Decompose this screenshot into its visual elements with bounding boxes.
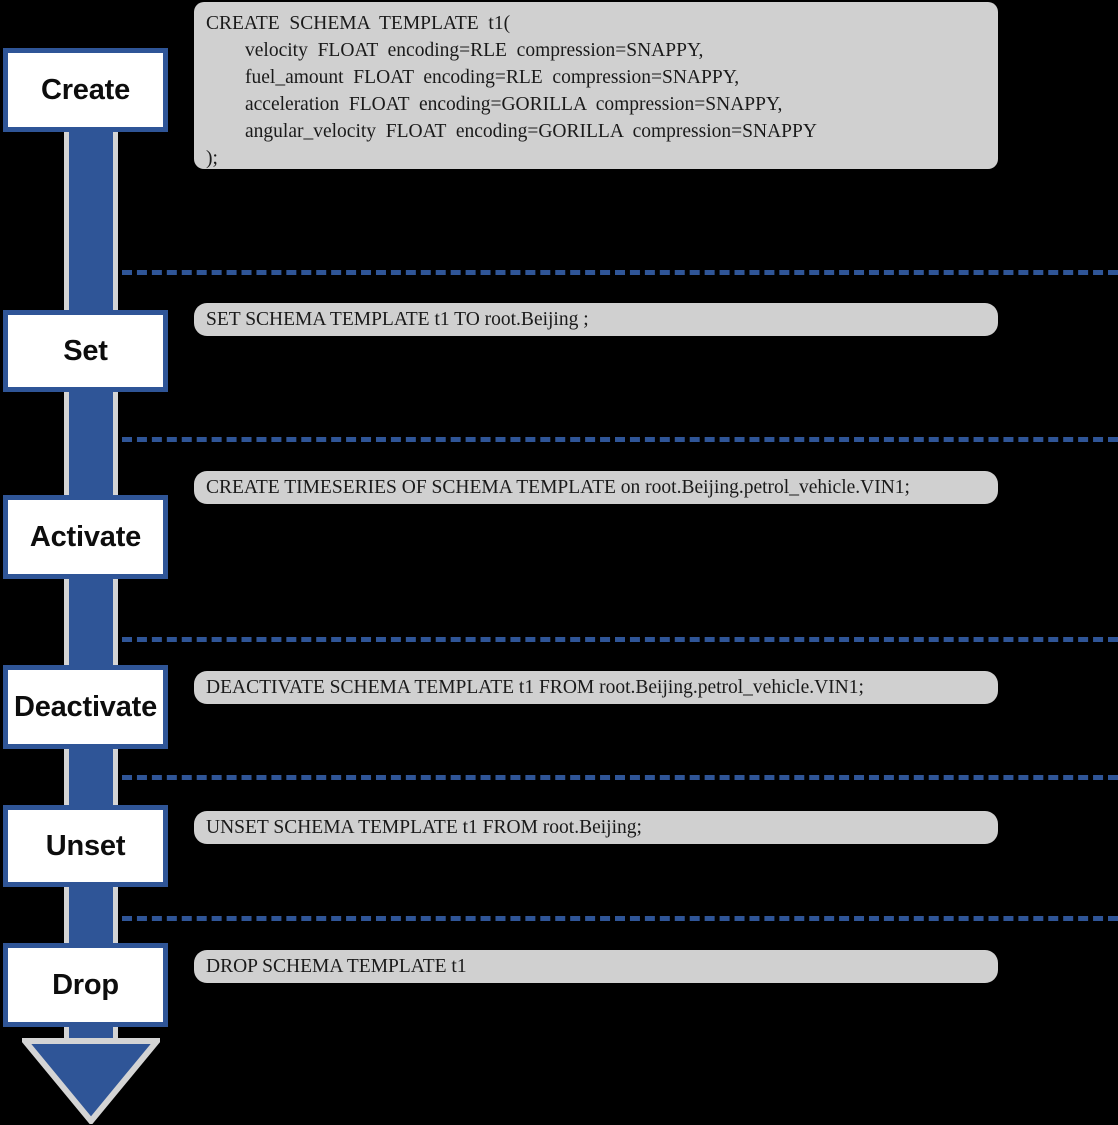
flow-arrow-head-icon [18,1038,164,1125]
step-label: Create [40,73,131,106]
sql-statement-activate: CREATE TIMESERIES OF SCHEMA TEMPLATE on … [194,471,998,504]
sql-statement-drop: DROP SCHEMA TEMPLATE t1 [194,950,998,983]
step-box-create[interactable]: Create [3,48,168,132]
stage-divider [122,916,1118,921]
step-box-set[interactable]: Set [3,310,168,392]
step-box-drop[interactable]: Drop [3,943,168,1027]
sql-statement-set: SET SCHEMA TEMPLATE t1 TO root.Beijing ; [194,303,998,336]
stage-divider [122,775,1118,780]
step-label: Set [63,334,108,367]
step-box-unset[interactable]: Unset [3,805,168,887]
stage-divider [122,437,1118,442]
sql-statement-deactivate: DEACTIVATE SCHEMA TEMPLATE t1 FROM root.… [194,671,998,704]
stage-divider [122,637,1118,642]
sql-code-block-create: CREATE SCHEMA TEMPLATE t1( velocity FLOA… [194,2,998,169]
step-label: Drop [52,968,119,1001]
stage-divider [122,270,1118,275]
step-label: Activate [29,520,142,553]
step-box-deactivate[interactable]: Deactivate [3,665,168,749]
step-box-activate[interactable]: Activate [3,495,168,579]
step-label: Unset [45,829,126,862]
sql-statement-unset: UNSET SCHEMA TEMPLATE t1 FROM root.Beiji… [194,811,998,844]
step-label: Deactivate [13,690,158,723]
